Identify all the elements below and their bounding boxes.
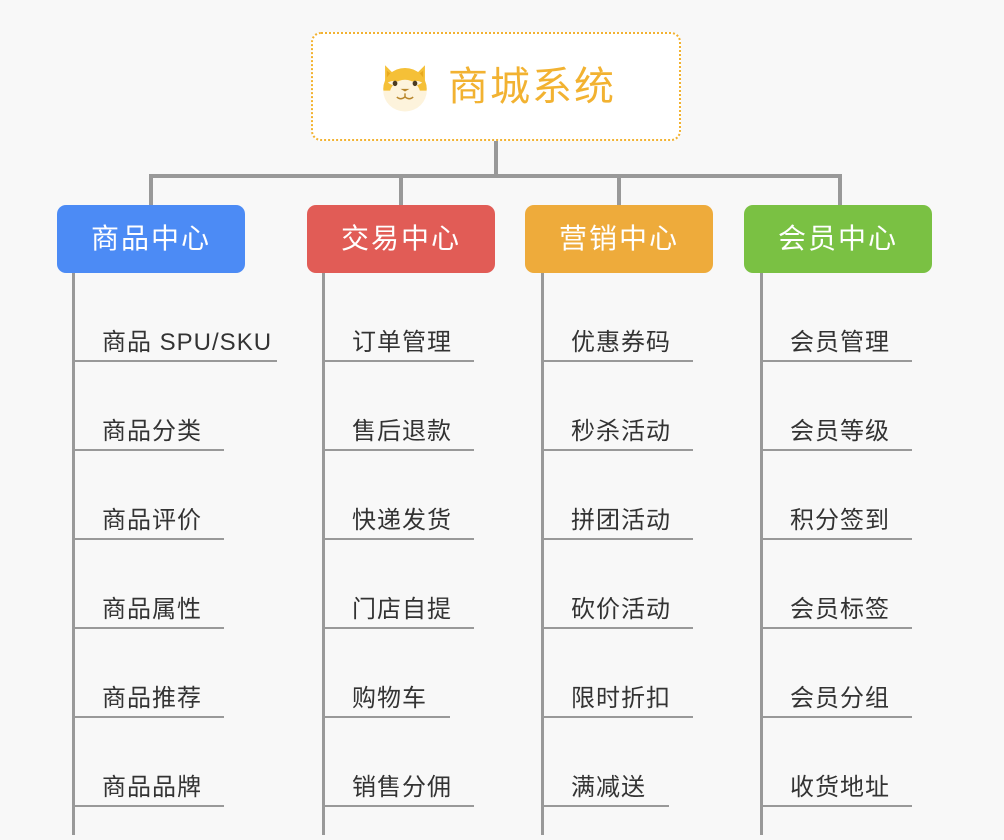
category-box-4[interactable]: 会员中心 (744, 205, 932, 273)
leaf-rule (760, 449, 912, 451)
leaf-label: 积分签到 (790, 506, 890, 534)
leaf-item[interactable]: 限时折扣 (531, 629, 761, 718)
category-label-2: 交易中心 (340, 223, 461, 254)
category-label-3: 营销中心 (558, 223, 679, 254)
leaf-label: 会员等级 (790, 417, 890, 445)
leaf-label: 商品属性 (102, 595, 202, 623)
leaf-rule (760, 805, 912, 807)
leaf-rule (72, 805, 224, 807)
leaf-item[interactable]: 秒杀活动 (531, 362, 761, 451)
leaf-item[interactable]: 会员等级 (750, 362, 980, 451)
leaf-item[interactable]: 会员分组 (750, 629, 980, 718)
leaf-label: 商品分类 (102, 417, 202, 445)
leaf-rule (322, 360, 474, 362)
root-title: 商城系统 (448, 64, 616, 109)
leaf-item[interactable]: 订单管理 (312, 273, 542, 362)
category-box-2[interactable]: 交易中心 (307, 205, 495, 273)
leaf-column-4: 会员管理 会员等级 积分签到 会员标签 会员分组 收货地址 (750, 273, 980, 835)
leaf-label: 商品 SPU/SKU (102, 328, 273, 356)
leaf-label: 会员管理 (790, 328, 890, 356)
leaf-label: 门店自提 (352, 595, 452, 623)
leaf-spine-2 (322, 273, 325, 835)
leaf-label: 购物车 (352, 684, 427, 712)
leaf-item[interactable]: 会员标签 (750, 540, 980, 629)
leaf-rule (760, 716, 912, 718)
leaf-item[interactable]: 积分签到 (750, 451, 980, 540)
leaf-label: 商品品牌 (102, 773, 202, 801)
leaf-label: 收货地址 (790, 773, 890, 801)
leaf-label: 销售分佣 (352, 773, 452, 801)
leaf-item[interactable]: 门店自提 (312, 540, 542, 629)
leaf-spine-3 (541, 273, 544, 835)
leaf-rule (541, 627, 693, 629)
leaf-item[interactable]: 售后退款 (312, 362, 542, 451)
leaf-column-2: 订单管理 售后退款 快递发货 门店自提 购物车 销售分佣 (312, 273, 542, 835)
leaf-rule (322, 538, 474, 540)
leaf-item[interactable]: 商品评价 (62, 451, 292, 540)
category-box-1[interactable]: 商品中心 (57, 205, 245, 273)
leaf-label: 订单管理 (352, 328, 452, 356)
connector-root-stub (494, 141, 498, 176)
leaf-label: 优惠券码 (571, 328, 671, 356)
leaf-rule (322, 627, 474, 629)
leaf-label: 拼团活动 (571, 506, 671, 534)
connector-horizontal-bus (149, 174, 842, 178)
leaf-rule (760, 360, 912, 362)
leaf-label: 满减送 (571, 773, 646, 801)
leaf-item[interactable]: 砍价活动 (531, 540, 761, 629)
category-label-4: 会员中心 (777, 223, 898, 254)
leaf-label: 砍价活动 (571, 595, 671, 623)
category-label-1: 商品中心 (90, 223, 211, 254)
leaf-item[interactable]: 会员管理 (750, 273, 980, 362)
leaf-item[interactable]: 商品 SPU/SKU (62, 273, 292, 362)
leaf-rule (322, 449, 474, 451)
root-node[interactable]: 商城系统 (311, 32, 681, 141)
category-box-3[interactable]: 营销中心 (525, 205, 713, 273)
leaf-item[interactable]: 商品品牌 (62, 718, 292, 807)
leaf-item[interactable]: 满减送 (531, 718, 761, 807)
leaf-label: 商品推荐 (102, 684, 202, 712)
leaf-column-1: 商品 SPU/SKU 商品分类 商品评价 商品属性 商品推荐 商品品牌 (62, 273, 292, 835)
leaf-rule (541, 805, 669, 807)
shiba-dog-face-icon (383, 64, 427, 111)
leaf-rule (72, 360, 277, 362)
leaf-item[interactable]: 商品属性 (62, 540, 292, 629)
connector-drop-3 (617, 174, 621, 207)
leaf-rule (72, 716, 224, 718)
connector-drop-2 (399, 174, 403, 207)
leaf-item[interactable]: 快递发货 (312, 451, 542, 540)
leaf-item[interactable]: 收货地址 (750, 718, 980, 807)
leaf-rule (541, 360, 693, 362)
leaf-column-3: 优惠券码 秒杀活动 拼团活动 砍价活动 限时折扣 满减送 (531, 273, 761, 835)
connector-drop-1 (149, 174, 153, 207)
leaf-item[interactable]: 商品推荐 (62, 629, 292, 718)
connector-drop-4 (838, 174, 842, 207)
leaf-item[interactable]: 商品分类 (62, 362, 292, 451)
leaf-label: 会员标签 (790, 595, 890, 623)
leaf-label: 限时折扣 (571, 684, 671, 712)
leaf-item[interactable]: 拼团活动 (531, 451, 761, 540)
leaf-rule (72, 627, 224, 629)
leaf-rule (541, 449, 693, 451)
leaf-spine-4 (760, 273, 763, 835)
leaf-item[interactable]: 销售分佣 (312, 718, 542, 807)
leaf-spine-1 (72, 273, 75, 835)
leaf-label: 商品评价 (102, 506, 202, 534)
leaf-rule (760, 627, 912, 629)
leaf-rule (322, 716, 450, 718)
leaf-rule (72, 449, 224, 451)
leaf-label: 售后退款 (352, 417, 452, 445)
leaf-label: 秒杀活动 (571, 417, 671, 445)
leaf-item[interactable]: 优惠券码 (531, 273, 761, 362)
leaf-rule (760, 538, 912, 540)
leaf-item[interactable]: 购物车 (312, 629, 542, 718)
leaf-label: 快递发货 (352, 506, 452, 534)
leaf-label: 会员分组 (790, 684, 890, 712)
leaf-rule (541, 538, 693, 540)
leaf-rule (72, 538, 224, 540)
leaf-rule (322, 805, 474, 807)
leaf-rule (541, 716, 693, 718)
